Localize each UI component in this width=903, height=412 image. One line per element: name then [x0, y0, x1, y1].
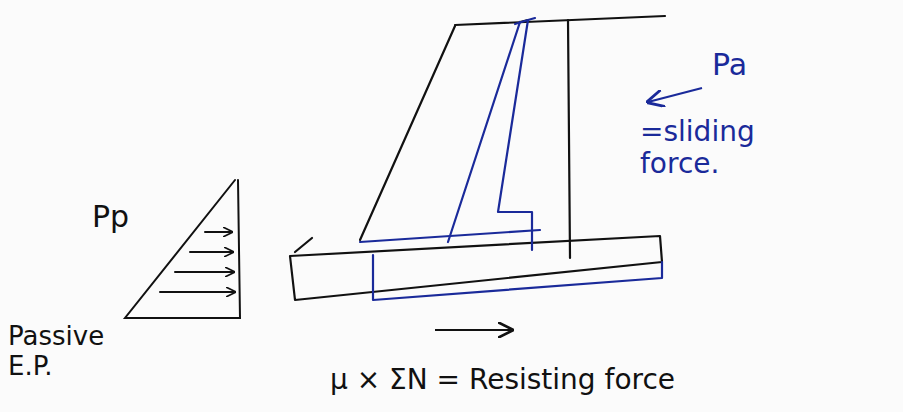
resisting-force-note: μ × ΣN = Resisting force	[330, 364, 675, 396]
resisting-force-arrow	[435, 329, 512, 331]
wall-outline	[290, 16, 665, 300]
active-force-arrow	[648, 88, 702, 102]
wall-outline-blue	[360, 18, 662, 300]
force-symbol: Pa	[712, 48, 747, 83]
pressure-symbol: Pp	[92, 200, 129, 235]
force-note: =sliding force.	[640, 116, 790, 180]
passive-pressure-triangle	[125, 180, 240, 318]
pressure-note: Passive E.P.	[8, 322, 128, 382]
